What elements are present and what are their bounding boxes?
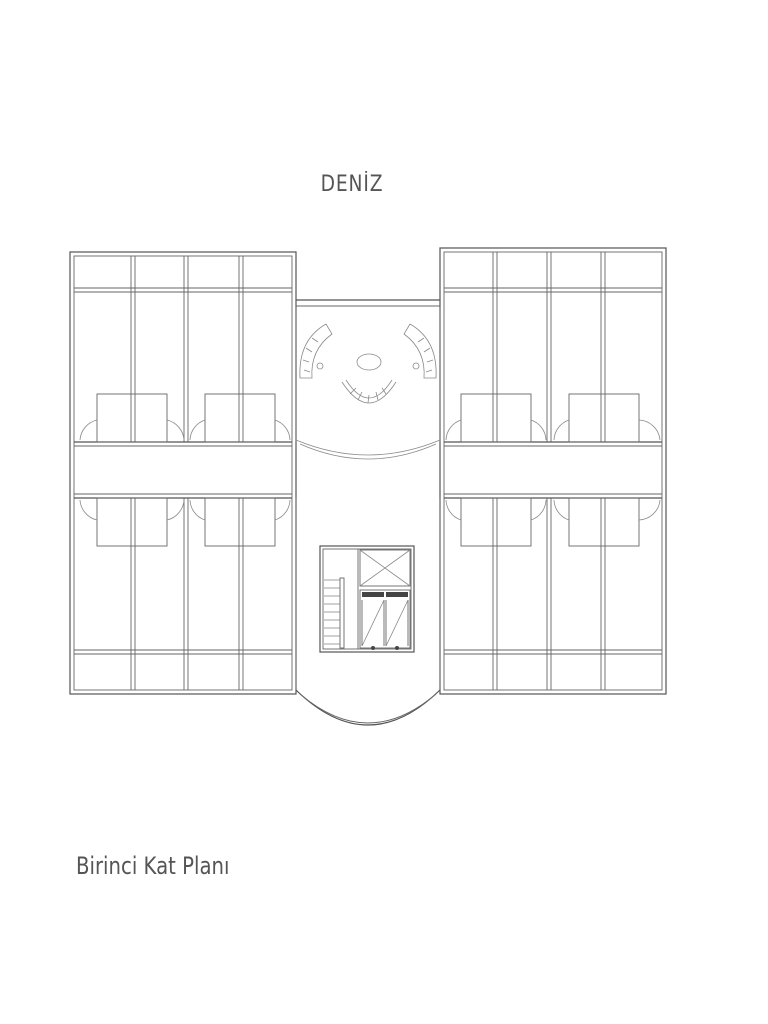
left-wing	[69, 251, 297, 695]
right-wing	[439, 247, 667, 695]
stair-elevator-core	[295, 498, 441, 690]
sea-side-label: DENİZ	[320, 172, 384, 197]
entrance-rotunda	[295, 689, 441, 726]
plan-caption: Birinci Kat Planı	[76, 852, 230, 880]
central-lounge	[295, 299, 441, 460]
stair-treads	[324, 579, 340, 645]
